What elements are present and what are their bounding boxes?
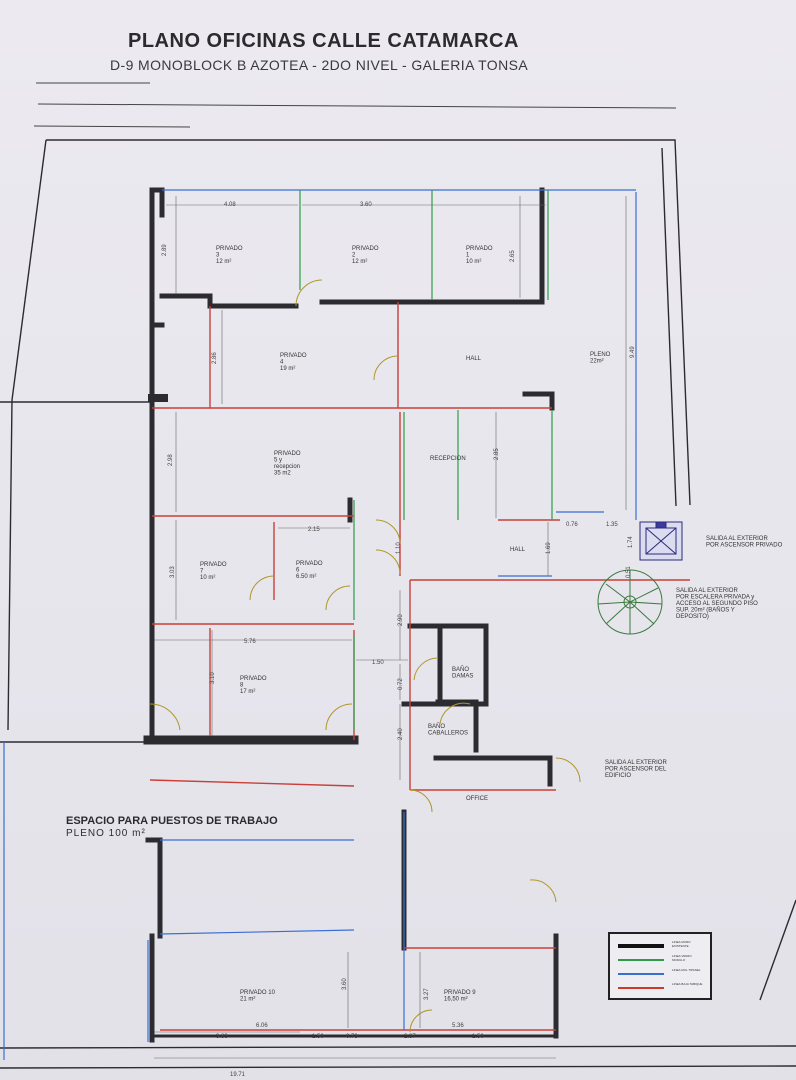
dim-label: 1.35 bbox=[606, 522, 618, 528]
dim-label: 4.08 bbox=[224, 202, 236, 208]
legend-item: LINEA BAJA TABIQUE bbox=[618, 982, 704, 994]
room-espacio-area: PLENO 100 m² bbox=[66, 828, 146, 839]
outer-boundary bbox=[0, 139, 796, 1069]
plan-title: PLANO OFICINAS CALLE CATAMARCA bbox=[128, 30, 519, 52]
legend-item: LINEA VIDRIO MODULO bbox=[618, 954, 704, 966]
legend-swatch bbox=[618, 973, 664, 975]
dim-label: 3.27 bbox=[424, 988, 430, 1000]
panel-lines bbox=[3, 189, 637, 1060]
dim-label: 3.03 bbox=[170, 566, 176, 578]
room-espacio-title: ESPACIO PARA PUESTOS DE TRABAJO bbox=[66, 815, 278, 827]
dim-label: 2.65 bbox=[510, 250, 516, 262]
plan-subtitle: D-9 MONOBLOCK B AZOTEA - 2DO NIVEL - GAL… bbox=[110, 57, 529, 73]
glass-lines bbox=[299, 190, 553, 732]
room-hall-mid: HALL bbox=[510, 547, 526, 553]
existing-walls bbox=[143, 187, 559, 1043]
dim-label: 2.90 bbox=[398, 614, 404, 626]
dim-label: 5.76 bbox=[244, 639, 256, 645]
legend-swatch bbox=[618, 944, 664, 948]
legend-item: LINEA MURO EXISTENTE bbox=[618, 940, 704, 952]
dimension-lines bbox=[154, 196, 627, 1059]
dim-label: 0.73 bbox=[346, 1034, 358, 1040]
dim-label: 2.89 bbox=[162, 244, 168, 256]
spiral-stair-icon bbox=[597, 569, 663, 635]
door-swings bbox=[149, 279, 581, 1033]
legend-label: LINEA MURO EXISTENTE bbox=[672, 940, 691, 948]
dim-label: 1.69 bbox=[546, 542, 552, 554]
legend: LINEA MURO EXISTENTE LINEA VIDRIO MODULO… bbox=[608, 932, 712, 1000]
dim-label: 2.15 bbox=[308, 527, 320, 533]
dim-label: 3.60 bbox=[342, 978, 348, 990]
dim-label: 2.98 bbox=[168, 454, 174, 466]
dim-label: 2.86 bbox=[212, 352, 218, 364]
legend-swatch bbox=[618, 987, 664, 989]
dim-label: 9.49 bbox=[630, 346, 636, 358]
room-office: OFFICE bbox=[466, 796, 488, 802]
dim-label: 2.85 bbox=[494, 448, 500, 460]
dim-label: 0.76 bbox=[566, 522, 578, 528]
dim-label: 2.40 bbox=[398, 728, 404, 740]
dim-label: 1.50 bbox=[372, 660, 384, 666]
legend-item: LINEA MUL TIPANEL bbox=[618, 968, 704, 980]
room-recepcion: RECEPCION bbox=[430, 456, 466, 462]
dim-label: 3.60 bbox=[360, 202, 372, 208]
dim-label: 0.72 bbox=[398, 678, 404, 690]
dim-label: 1.10 bbox=[396, 542, 402, 554]
dim-label: 6.06 bbox=[256, 1023, 268, 1029]
dim-label: 5.36 bbox=[452, 1023, 464, 1029]
partition-lines bbox=[149, 302, 690, 1031]
dim-label: 0.51 bbox=[626, 566, 632, 578]
dim-label: 1.50 bbox=[472, 1034, 484, 1040]
dim-label: 3.83 bbox=[216, 1034, 228, 1040]
dim-label: 1.50 bbox=[312, 1034, 324, 1040]
header-rules bbox=[33, 82, 677, 128]
legend-label: LINEA MUL TIPANEL bbox=[672, 968, 701, 972]
room-hall-top: HALL bbox=[466, 356, 482, 362]
elevator-icon bbox=[639, 521, 683, 561]
dim-label: 19.71 bbox=[230, 1072, 246, 1078]
dim-label: 1.74 bbox=[628, 536, 634, 548]
legend-label: LINEA BAJA TABIQUE bbox=[672, 982, 703, 986]
legend-label: LINEA VIDRIO MODULO bbox=[672, 954, 692, 962]
dim-label: 3.10 bbox=[210, 672, 216, 684]
dim-label: 2.37 bbox=[404, 1034, 416, 1040]
legend-swatch bbox=[618, 959, 664, 961]
